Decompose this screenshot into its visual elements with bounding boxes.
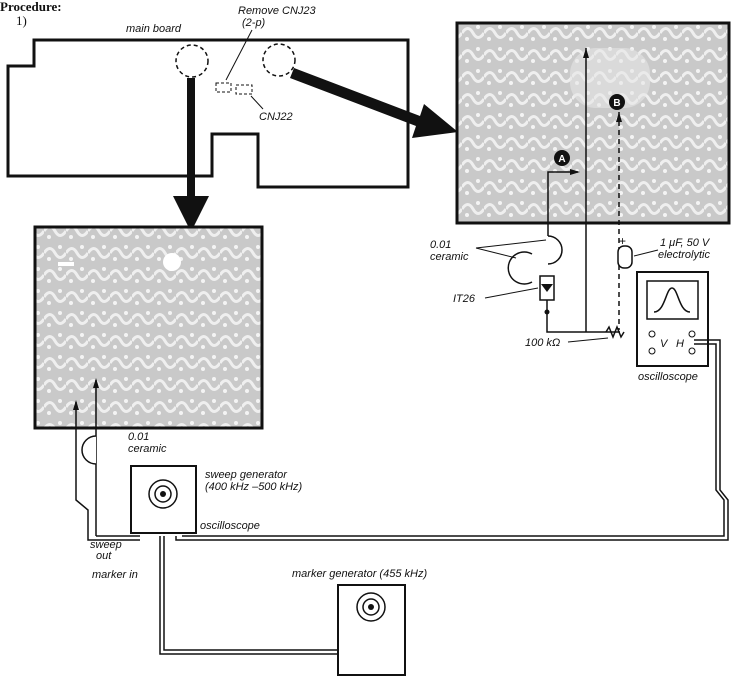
cap-right-value: 0.01 xyxy=(430,239,451,251)
scope-h-terminal-bottom xyxy=(689,348,695,354)
left-board-marker xyxy=(58,262,74,266)
procedure-heading: Procedure: xyxy=(0,0,62,14)
marker-cable xyxy=(160,536,368,654)
diode-label: IT26 xyxy=(453,293,476,305)
marker-in-label: marker in xyxy=(92,569,138,581)
left-board-hole xyxy=(163,253,181,271)
junction-dot xyxy=(545,310,550,315)
scope-v-terminal-top xyxy=(649,331,655,337)
electrolytic-capacitor xyxy=(618,246,632,268)
sweep-out-label-2: out xyxy=(96,550,112,562)
left-board-photo xyxy=(35,227,262,428)
diode-leader xyxy=(485,288,538,298)
cap-right-leader-2 xyxy=(476,240,546,248)
step-number: 1) xyxy=(16,13,27,28)
cap-left-type: ceramic xyxy=(128,443,167,455)
electrolytic-polarity: + xyxy=(619,234,626,248)
sweep-scope-port-label: oscilloscope xyxy=(200,520,260,532)
cap-right-type: ceramic xyxy=(430,251,469,263)
remove-cnj23-label: Remove CNJ23 xyxy=(238,5,317,17)
ceramic-cap-right-b xyxy=(548,236,562,264)
oscilloscope-screen xyxy=(647,281,698,319)
scope-h-terminal-top xyxy=(689,331,695,337)
resistor-label: 100 kΩ xyxy=(525,337,560,349)
electrolytic-leader xyxy=(634,250,658,256)
point-b-label: B xyxy=(613,98,620,109)
electrolytic-type: electrolytic xyxy=(658,249,710,261)
remove-cnj23-pins: (2-p) xyxy=(242,17,266,29)
cap-left-value: 0.01 xyxy=(128,431,149,443)
marker-generator-dial-center xyxy=(368,604,374,610)
sweep-generator-range: (400 kHz –500 kHz) xyxy=(205,481,303,493)
ceramic-cap-left xyxy=(82,436,96,464)
resistor-leader xyxy=(568,338,608,342)
electrolytic-value: 1 μF, 50 V xyxy=(660,237,711,249)
oscilloscope-label: oscilloscope xyxy=(638,371,698,383)
sweep-generator-dial-center xyxy=(160,491,166,497)
cap-right-leader-1 xyxy=(476,248,516,258)
sweep-generator-label: sweep generator xyxy=(205,469,288,481)
scope-v-terminal-bottom xyxy=(649,348,655,354)
main-board-label: main board xyxy=(126,23,182,35)
cnj22-label: CNJ22 xyxy=(259,111,293,123)
sweep-out-cable xyxy=(88,536,140,540)
scope-h-label: H xyxy=(676,338,684,350)
point-a-label: A xyxy=(558,154,565,165)
marker-generator-label: marker generator (455 kHz) xyxy=(292,568,427,580)
